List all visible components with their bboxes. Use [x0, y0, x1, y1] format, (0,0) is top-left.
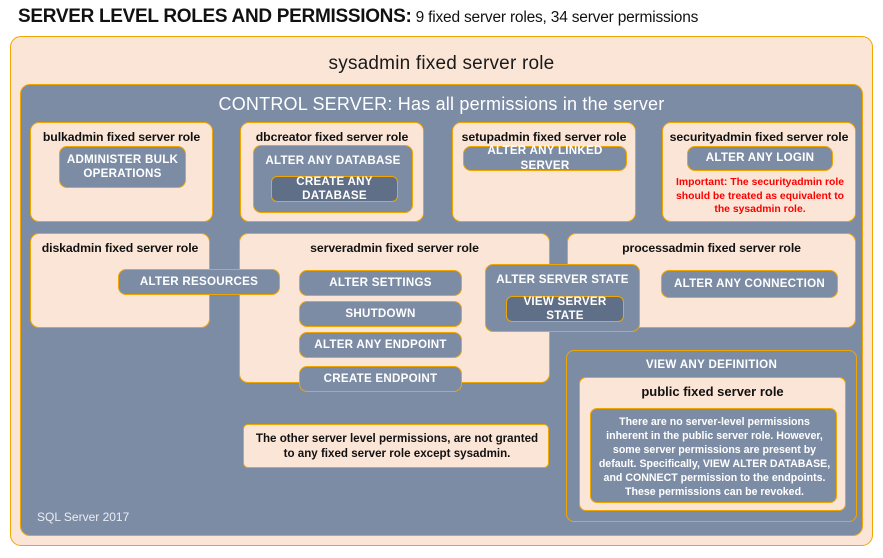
permission-alter-any-connection: ALTER ANY CONNECTION [661, 270, 838, 298]
public-role-description-box: There are no server-level permissions in… [590, 408, 837, 503]
other-permissions-note: The other server level permissions, are … [243, 424, 549, 468]
role-card-bulkadmin: bulkadmin fixed server role ADMINISTER B… [30, 122, 213, 222]
permission-view-any-definition: VIEW ANY DEFINITION [645, 358, 778, 371]
permission-alter-any-endpoint: ALTER ANY ENDPOINT [299, 332, 462, 358]
permission-alter-any-login: ALTER ANY LOGIN [687, 146, 833, 171]
permission-alter-settings: ALTER SETTINGS [299, 270, 462, 296]
permission-create-any-database: CREATE ANY DATABASE [271, 175, 398, 202]
page-title-subtitle: 9 fixed server roles, 34 server permissi… [411, 9, 699, 26]
role-card-dbcreator: dbcreator fixed server role ALTER ANY DA… [240, 122, 424, 222]
role-title-setupadmin: setupadmin fixed server role [461, 130, 627, 144]
securityadmin-warning-note: Important: The securityadmin role should… [675, 177, 845, 216]
role-title-securityadmin: securityadmin fixed server role [669, 130, 849, 144]
page-title: SERVER LEVEL ROLES AND PERMISSIONS: 9 fi… [18, 6, 868, 34]
page-title-strong: SERVER LEVEL ROLES AND PERMISSIONS: [18, 6, 412, 27]
public-role-description-text: There are no server-level permissions in… [598, 416, 831, 499]
product-version-label: SQL Server 2017 [37, 510, 130, 524]
permission-alter-resources: ALTER RESOURCES [118, 269, 280, 295]
other-permissions-note-text: The other server level permissions, are … [255, 432, 539, 460]
permission-alter-any-database: ALTER ANY DATABASE CREATE ANY DATABASE [253, 145, 413, 213]
role-title-processadmin: processadmin fixed server role [622, 241, 801, 255]
view-any-definition-container: VIEW ANY DEFINITION public fixed server … [566, 350, 857, 522]
role-card-securityadmin: securityadmin fixed server role ALTER AN… [662, 122, 856, 222]
permission-alter-any-database-label: ALTER ANY DATABASE [265, 154, 401, 167]
sysadmin-role-label: sysadmin fixed server role [328, 53, 555, 74]
role-title-dbcreator: dbcreator fixed server role [255, 130, 409, 144]
role-title-diskadmin: diskadmin fixed server role [41, 241, 199, 255]
permission-view-server-state: VIEW SERVER STATE [506, 295, 624, 322]
permission-create-endpoint: CREATE ENDPOINT [299, 366, 462, 392]
permission-administer-bulk-operations: ADMINISTER BULK OPERATIONS [59, 146, 186, 188]
role-title-serveradmin: serveradmin fixed server role [310, 241, 479, 255]
permission-alter-any-linked-server: ALTER ANY LINKED SERVER [463, 144, 627, 172]
permission-alter-server-state-label: ALTER SERVER STATE [496, 273, 629, 286]
role-title-public: public fixed server role [641, 384, 784, 399]
role-title-bulkadmin: bulkadmin fixed server role [42, 130, 201, 144]
permission-alter-server-state: ALTER SERVER STATE VIEW SERVER STATE [485, 264, 640, 332]
permission-shutdown: SHUTDOWN [299, 301, 462, 327]
control-server-label: CONTROL SERVER: Has all permissions in t… [218, 94, 665, 114]
role-card-setupadmin: setupadmin fixed server role ALTER ANY L… [452, 122, 636, 222]
role-card-public: public fixed server role There are no se… [579, 377, 846, 511]
